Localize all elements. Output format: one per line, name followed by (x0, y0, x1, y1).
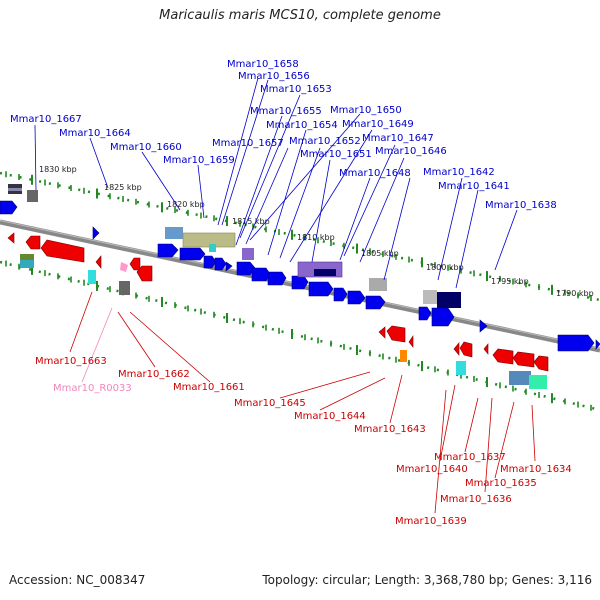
gene-label-reverse[interactable]: Mmar10_1663 (35, 356, 107, 367)
forward-gene-arrow[interactable] (418, 306, 432, 321)
forward-gene-arrow[interactable] (595, 339, 600, 350)
forward-gene-arrow[interactable] (203, 255, 217, 269)
forward-gene-arrow[interactable] (0, 200, 18, 215)
scale-label: 1810 kbp (297, 233, 335, 242)
feature-block[interactable] (369, 278, 387, 291)
gene-label-reverse[interactable]: Mmar10_1644 (294, 411, 366, 422)
gene-label-reverse[interactable]: Mmar10_1645 (234, 398, 306, 409)
gene-label-forward[interactable]: Mmar10_1657 (212, 138, 284, 149)
reverse-gene-arrow[interactable] (453, 342, 460, 356)
reverse-gene-arrow[interactable] (136, 265, 153, 282)
scale-ticks-upper (5, 171, 592, 302)
feature-block[interactable] (165, 227, 183, 239)
reverse-gene-arrow[interactable] (483, 343, 489, 355)
feature-block[interactable] (88, 270, 96, 284)
accession-text: Accession: NC_008347 (9, 573, 146, 587)
map-title: Maricaulis maris MCS10, complete genome (159, 8, 441, 23)
gene-label-reverse[interactable]: Mmar10_1634 (500, 464, 572, 475)
reverse-gene-arrow[interactable] (7, 232, 15, 244)
feature-block[interactable] (20, 254, 34, 260)
feature-block[interactable] (437, 292, 461, 308)
feature-block[interactable] (400, 350, 407, 362)
gene-label-forward[interactable]: Mmar10_1658 (227, 59, 299, 70)
gene-label-forward[interactable]: Mmar10_1655 (250, 106, 322, 117)
feature-block[interactable] (314, 269, 336, 276)
reverse-gene-arrow[interactable] (533, 355, 549, 372)
scale-label: 1795 kbp (491, 277, 529, 286)
forward-gene-arrow[interactable] (333, 287, 348, 302)
forward-gene-arrow[interactable] (157, 243, 179, 258)
gene-label-forward[interactable]: Mmar10_1659 (163, 155, 235, 166)
scale-ticks-lower (5, 260, 592, 411)
gene-label-reverse[interactable]: Mmar10_1640 (396, 464, 468, 475)
gene-label-forward[interactable]: Mmar10_1654 (266, 120, 338, 131)
gene-label-reverse[interactable]: Mmar10_1639 (395, 516, 467, 527)
reverse-gene-arrow[interactable] (129, 257, 141, 271)
gene-label-forward[interactable]: Mmar10_1649 (342, 119, 414, 130)
gene-label-forward[interactable]: Mmar10_1648 (339, 168, 411, 179)
gene-label-forward[interactable]: Mmar10_1650 (330, 105, 402, 116)
feature-block[interactable] (509, 371, 531, 385)
gene-label-forward[interactable]: Mmar10_1652 (289, 136, 361, 147)
forward-gene-arrow[interactable] (251, 267, 271, 282)
scale-label: 1830 kbp (39, 165, 77, 174)
feature-block[interactable] (456, 361, 466, 375)
feature-block[interactable] (20, 260, 34, 268)
forward-gene-arrow[interactable] (179, 247, 206, 261)
forward-gene-arrow[interactable] (214, 257, 227, 271)
reverse-gene-arrow[interactable] (492, 348, 514, 365)
gene-label-forward[interactable]: Mmar10_1653 (260, 84, 332, 95)
reverse-gene-arrow[interactable] (459, 341, 473, 358)
forward-gene-arrow[interactable] (365, 295, 386, 310)
gene-label-forward[interactable]: Mmar10_1647 (362, 133, 434, 144)
feature-block[interactable] (8, 188, 22, 191)
rna-feature[interactable] (120, 262, 128, 272)
reverse-gene-arrow[interactable] (408, 335, 414, 348)
reverse-gene-arrow[interactable] (512, 351, 535, 368)
reverse-gene-arrow[interactable] (378, 326, 386, 339)
scale-label: 1800 kbp (426, 263, 464, 272)
gene-label-reverse[interactable]: Mmar10_1661 (173, 382, 245, 393)
gene-label-forward[interactable]: Mmar10_1651 (300, 149, 372, 160)
gene-label-forward[interactable]: Mmar10_1664 (59, 128, 131, 139)
genome-summary-text: Topology: circular; Length: 3,368,780 bp… (262, 573, 592, 587)
reverse-gene-arrow[interactable] (386, 325, 406, 343)
gene-label-reverse[interactable]: Mmar10_1643 (354, 424, 426, 435)
reverse-gene-arrow[interactable] (40, 239, 85, 263)
scale-label: 1815 kbp (232, 217, 270, 226)
forward-gene-arrow[interactable] (308, 281, 334, 297)
reverse-gene-arrow[interactable] (25, 235, 41, 250)
gene-label-forward[interactable]: Mmar10_1660 (110, 142, 182, 153)
scale-label: 1805 kbp (361, 249, 399, 258)
reverse-gene-arrow[interactable] (95, 255, 102, 269)
feature-block[interactable] (209, 244, 216, 252)
gene-label-reverse[interactable]: Mmar10_1662 (118, 369, 190, 380)
gene-label-reverse[interactable]: Mmar10_R0033 (53, 383, 132, 394)
gene-label-reverse[interactable]: Mmar10_1637 (434, 452, 506, 463)
forward-gene-arrow[interactable] (479, 319, 488, 333)
gene-label-forward[interactable]: Mmar10_1656 (238, 71, 310, 82)
gene-label-forward[interactable]: Mmar10_1638 (485, 200, 557, 211)
forward-gene-arrow[interactable] (557, 334, 595, 352)
gene-label-forward[interactable]: Mmar10_1642 (423, 167, 495, 178)
forward-gene-arrow[interactable] (92, 226, 100, 240)
scale-label: 1820 kbp (167, 200, 205, 209)
scale-label: 1825 kbp (104, 183, 142, 192)
gene-label-reverse[interactable]: Mmar10_1635 (465, 478, 537, 489)
feature-block[interactable] (119, 281, 130, 295)
feature-block[interactable] (27, 190, 38, 202)
scale-label: 1790 kbp (556, 289, 594, 298)
gene-label-reverse[interactable]: Mmar10_1636 (440, 494, 512, 505)
feature-block[interactable] (423, 290, 437, 304)
forward-gene-arrow[interactable] (225, 261, 233, 272)
forward-gene-arrow[interactable] (267, 271, 287, 286)
forward-gene-arrow[interactable] (347, 290, 366, 305)
feature-block[interactable] (529, 375, 547, 389)
gene-label-forward[interactable]: Mmar10_1646 (375, 146, 447, 157)
gene-label-forward[interactable]: Mmar10_1667 (10, 114, 82, 125)
gene-label-forward[interactable]: Mmar10_1641 (438, 181, 510, 192)
feature-block[interactable] (242, 248, 254, 260)
forward-gene-arrow[interactable] (431, 307, 455, 327)
